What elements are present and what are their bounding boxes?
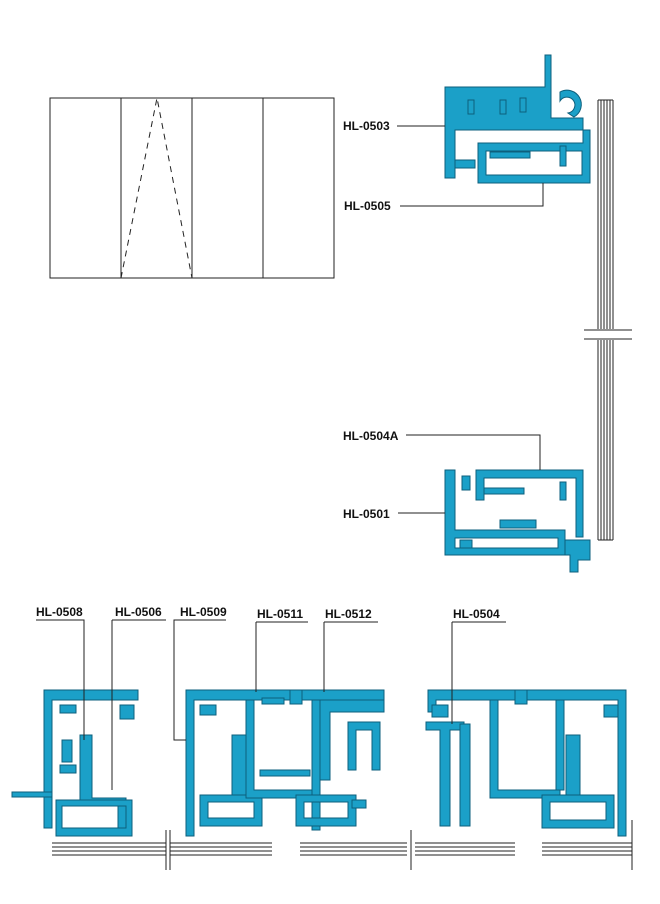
profile-hl-0508 — [11, 689, 139, 829]
label-hl-0505: HL-0505 — [344, 199, 391, 213]
label-hl-0501: HL-0501 — [343, 507, 390, 521]
label-hl-0503: HL-0503 — [343, 119, 390, 133]
glass-pane-vertical — [584, 99, 632, 541]
profile-hl-0505 — [477, 129, 591, 184]
profile-hl-0503 — [444, 54, 584, 179]
leader-lines-horizontal-section — [36, 619, 506, 790]
opening-indicator-dashed — [120, 97, 193, 279]
label-hl-0511: HL-0511 — [257, 607, 303, 621]
label-hl-0509: HL-0509 — [180, 605, 227, 619]
glass-panes-horizontal — [52, 820, 633, 870]
profile-hl-0501 — [444, 469, 591, 573]
profile-hl-0504a — [475, 469, 584, 538]
label-hl-0506: HL-0506 — [115, 605, 162, 619]
label-hl-0504: HL-0504 — [453, 607, 500, 621]
profile-hl-0504 — [425, 689, 627, 837]
profile-hl-0512 — [295, 699, 385, 827]
label-hl-0504a: HL-0504A — [343, 429, 399, 443]
profile-hl-0506 — [55, 704, 135, 837]
window-elevation — [49, 97, 335, 279]
label-hl-0512: HL-0512 — [325, 607, 372, 621]
leader-lines-vertical-section — [397, 125, 544, 514]
profile-hl-0509 — [185, 689, 385, 837]
label-hl-0508: HL-0508 — [36, 605, 83, 619]
